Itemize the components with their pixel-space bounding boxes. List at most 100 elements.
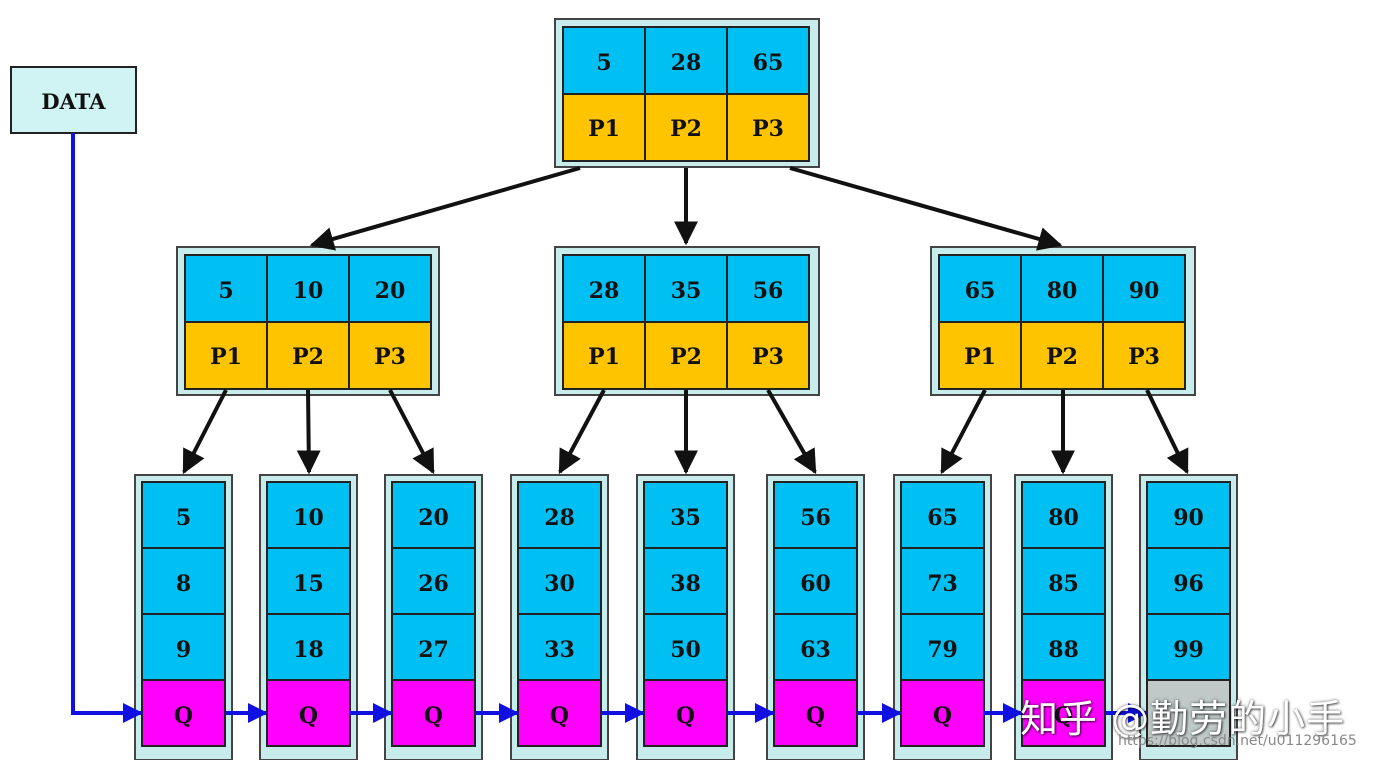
root-pointer: P3: [752, 116, 784, 142]
leaf-key: 20: [418, 505, 449, 531]
leaf-key: 79: [927, 637, 958, 663]
internal-pointer: P2: [292, 344, 324, 370]
root-key: 28: [671, 50, 702, 76]
leaf-link-label: Q: [550, 703, 569, 729]
leaf-link-cell: Q: [773, 679, 858, 747]
tree-edges: [182, 166, 1189, 475]
leaf-key-cell: 96: [1146, 547, 1231, 615]
root-to-internal-edge: [309, 166, 581, 251]
internal-pointer: P2: [670, 344, 702, 370]
leaf-key-cell: 60: [773, 547, 858, 615]
leaf-key: 56: [800, 505, 831, 531]
leaf-link-cell: Q: [517, 679, 602, 747]
watermark-url: https://blog.csdn.net/u011296165: [1118, 733, 1357, 749]
leaf-node: 65 73 79Q: [893, 474, 992, 760]
internal-node: 65 80 90 P1 P2 P3: [930, 246, 1196, 396]
leaf-key-cell: 38: [643, 547, 728, 615]
internal-pointer-cell: P2: [644, 321, 728, 390]
root-pointer-cell: P3: [726, 93, 810, 162]
internal-to-leaf-edge: [940, 389, 987, 475]
leaf-link-label: Q: [676, 703, 695, 729]
leaf-key: 85: [1048, 571, 1079, 597]
internal-key: 5: [218, 278, 233, 304]
leaf-key: 73: [927, 571, 958, 597]
leaf-key-cell: 73: [900, 547, 985, 615]
internal-key: 20: [375, 278, 406, 304]
leaf-link-cell: Q: [141, 679, 226, 747]
root-key: 65: [753, 50, 784, 76]
leaf-key: 30: [544, 571, 575, 597]
root-pointer: P2: [670, 116, 702, 142]
leaf-chain: [71, 133, 1148, 723]
leaf-link-label: Q: [933, 703, 952, 729]
internal-pointer-cell: P2: [266, 321, 350, 390]
watermark-text: 知乎 @勤劳的小手: [1020, 697, 1346, 741]
internal-key: 80: [1047, 278, 1078, 304]
leaf-key-cell: 18: [266, 613, 351, 681]
leaf-link-cell: Q: [643, 679, 728, 747]
leaf-key: 18: [293, 637, 324, 663]
internal-node: 28 35 56 P1 P2 P3: [554, 246, 820, 396]
leaf-key: 99: [1173, 637, 1204, 663]
data-box-frame: [10, 66, 137, 134]
leaf-node: 10 15 18Q: [259, 474, 358, 760]
internal-pointer: P1: [588, 344, 620, 370]
internal-key-cell: 65: [938, 254, 1022, 323]
leaf-key-cell: 90: [1146, 481, 1231, 549]
leaf-key: 35: [670, 505, 701, 531]
leaf-key-cell: 27: [391, 613, 476, 681]
leaf-key: 5: [176, 505, 191, 531]
internal-to-leaf-edge: [1145, 389, 1189, 475]
leaf-key: 65: [927, 505, 958, 531]
internal-pointer: P1: [964, 344, 996, 370]
root-pointer-cell: P2: [644, 93, 728, 162]
leaf-key-cell: 85: [1021, 547, 1106, 615]
leaf-level: 589Q101518Q202627Q283033Q353850Q566063Q6…: [134, 474, 1238, 760]
leaf-link-label: Q: [424, 703, 443, 729]
leaf-key: 60: [800, 571, 831, 597]
leaf-key: 26: [418, 571, 449, 597]
leaf-link-label: Q: [806, 703, 825, 729]
leaf-link-cell: Q: [266, 679, 351, 747]
root-key: 5: [596, 50, 611, 76]
leaf-key-cell: 9: [141, 613, 226, 681]
internal-key-cell: 20: [348, 254, 432, 323]
leaf-key: 9: [176, 637, 191, 663]
leaf-link-cell: Q: [391, 679, 476, 747]
data-box-label: DATA: [41, 89, 106, 114]
leaf-key-cell: 65: [900, 481, 985, 549]
leaf-key-cell: 10: [266, 481, 351, 549]
internal-key: 10: [293, 278, 324, 304]
internal-key-cell: 35: [644, 254, 728, 323]
internal-key: 90: [1129, 278, 1160, 304]
leaf-key: 15: [293, 571, 324, 597]
leaf-key: 10: [293, 505, 324, 531]
root-key-cell: 28: [644, 26, 728, 95]
internal-key-cell: 10: [266, 254, 350, 323]
leaf-key-cell: 80: [1021, 481, 1106, 549]
leaf-key: 90: [1173, 505, 1204, 531]
internal-pointer: P3: [752, 344, 784, 370]
leaf-key: 38: [670, 571, 701, 597]
leaf-link-label: Q: [1054, 703, 1073, 729]
root-pointer: P1: [588, 116, 620, 142]
internal-to-leaf-edge: [182, 389, 228, 475]
leaf-key-cell: 30: [517, 547, 602, 615]
internal-to-leaf-edge: [558, 389, 606, 475]
leaf-key: 50: [670, 637, 701, 663]
internal-pointer-cell: P3: [348, 321, 432, 390]
root-to-internal-edge: [789, 166, 1063, 251]
leaf-key-cell: 79: [900, 613, 985, 681]
internal-node: 5 10 20 P1 P2 P3: [176, 246, 440, 396]
leaf-link-label: Q: [299, 703, 318, 729]
internal-pointer-cell: P1: [184, 321, 268, 390]
internal-key: 65: [965, 278, 996, 304]
leaf-key-cell: 20: [391, 481, 476, 549]
root-node: 5 28 65 P1 P2 P3: [554, 18, 820, 168]
internal-pointer-cell: P1: [562, 321, 646, 390]
internal-pointer: P2: [1046, 344, 1078, 370]
leaf-node: 90 96 99: [1139, 474, 1238, 760]
